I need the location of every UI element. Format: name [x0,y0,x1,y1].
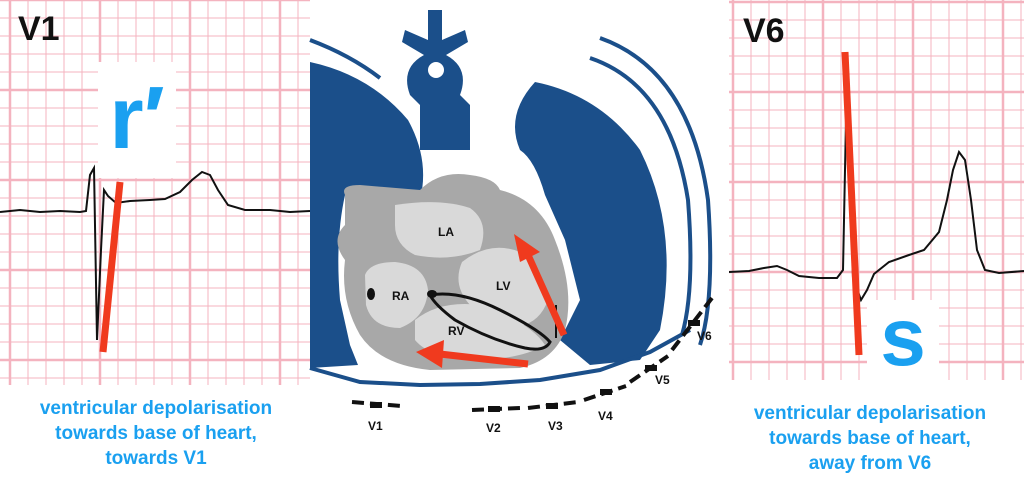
v1-caption-line-1: ventricular depolarisation [39,398,273,419]
lead-tip [427,290,437,298]
lead-ra-node [367,288,375,300]
v6-caption-line-1: ventricular depolarisation [753,403,987,424]
v1-caption: ventricular depolarisation towards base … [0,396,312,471]
right-lung [310,62,424,368]
lv-label: LV [496,279,510,293]
svg-text:V3: V3 [548,419,563,433]
electrode-v6: V6 [670,296,714,352]
ra-label: RA [392,289,410,303]
thorax-outline [599,36,713,346]
v1-caption-line-3: towards V1 [105,448,207,469]
v6-ecg-strip [729,0,1024,380]
pacing-lead [428,292,552,351]
v1-grid [0,0,310,385]
chest-wall-left [309,38,382,80]
anterior-chest-wall [309,328,691,388]
r-prime-wave-label: r′ [98,62,176,178]
electrode-v4: V4 [583,384,627,423]
v1-ecg-panel: V1 r′ [0,0,310,385]
electrode-v1: V1 [351,400,403,433]
great-vessels [402,10,470,150]
ra-chamber [365,262,428,328]
v6-caption: ventricular depolarisation towards base … [716,401,1024,476]
svg-text:V4: V4 [598,409,613,423]
vector-to-base-lv [514,234,568,337]
heart-diagram: LA RA LV RV V1 V2 V3 [309,10,714,435]
v1-ecg-strip [0,0,310,385]
v6-ecg-panel: V6 s [729,0,1024,380]
v1-depolarisation-vector [99,181,124,353]
electrode-v2: V2 [471,406,521,435]
svg-text:V6: V6 [697,329,712,343]
v6-caption-line-3: away from V6 [808,453,932,474]
v6-depolarisation-vector [841,51,863,356]
svg-text:V5: V5 [655,373,670,387]
thorax-outline-inner [589,56,693,336]
v6-lead-label: V6 [743,12,785,50]
s-wave-label: s [867,297,939,380]
left-lung [515,82,667,365]
svg-text:V1: V1 [368,419,383,433]
v1-lead-label: V1 [18,10,60,48]
v6-ecg-trace [729,69,1024,303]
rv-label: RV [448,324,464,338]
electrode-v3: V3 [527,400,579,433]
aorta-lumen [428,62,444,78]
la-label: LA [438,225,454,239]
vector-to-rv [416,340,529,368]
la-chamber [395,202,484,258]
chest-cross-section: LA RA LV RV V1 V2 V3 [305,0,735,470]
v6-grid [729,0,1024,380]
svg-text:V2: V2 [486,421,501,435]
v6-caption-line-2: towards base of heart, [769,428,971,449]
v1-ecg-trace [0,164,310,341]
v1-caption-line-2: towards base of heart, [55,423,257,444]
electrode-v5: V5 [628,354,670,387]
